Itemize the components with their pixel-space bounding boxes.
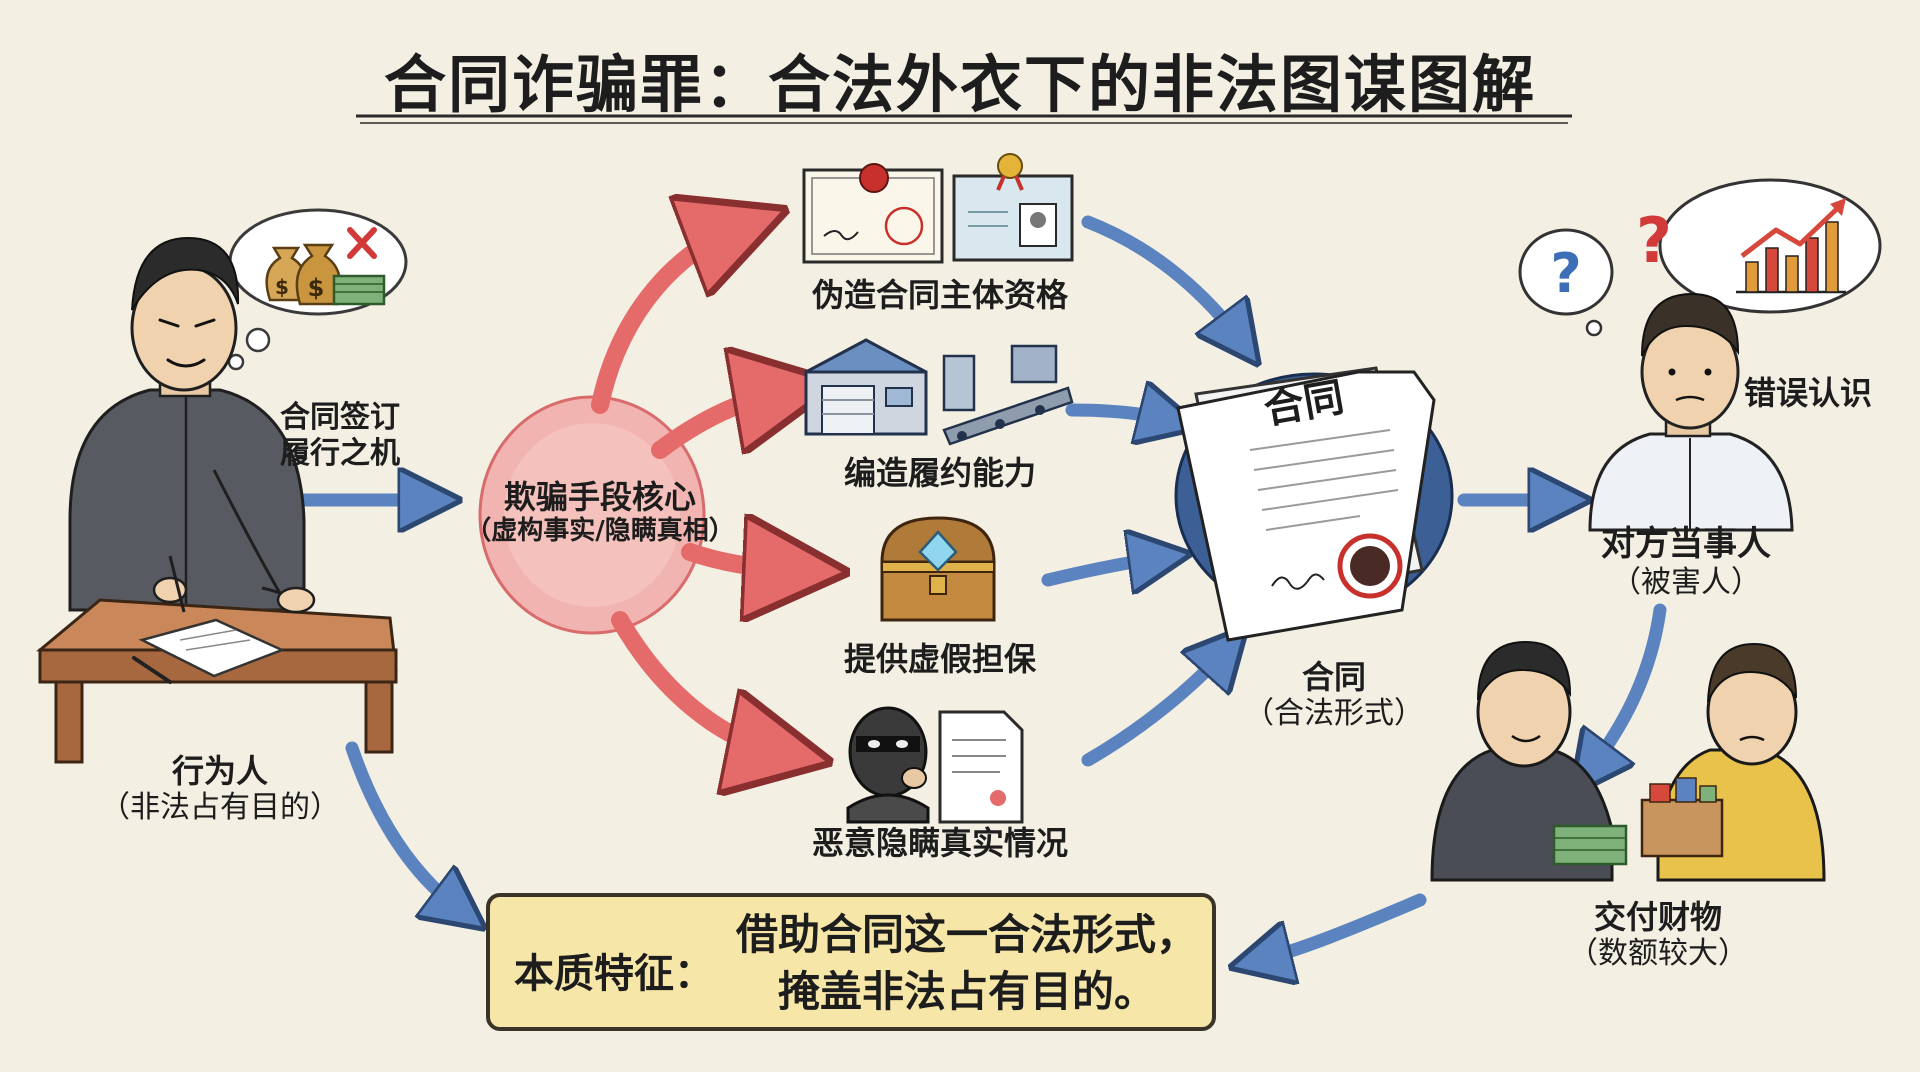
contract-label-sub: （合法形式） xyxy=(1244,696,1424,732)
methods-to-contract-arrows xyxy=(1041,215,1240,767)
core-to-methods-arrows xyxy=(591,228,796,752)
rising-chart-icon xyxy=(1736,198,1846,294)
page-title: 合同诈骗罪：合法外衣下的非法图谋图解 xyxy=(383,48,1536,121)
core-label-sub: （虚构事实/隐瞒真相） xyxy=(465,516,735,547)
seal-icon xyxy=(1337,533,1403,599)
question-mark-icon: ? ? xyxy=(1550,204,1672,305)
essence-line1: 借助合同这一合法形式， xyxy=(735,910,1198,959)
essence-line2: 掩盖非法占有目的。 xyxy=(777,966,1156,1016)
handover-scene xyxy=(1430,640,1826,882)
method-conceal-facts: 恶意隐瞒真实情况 xyxy=(811,824,1068,862)
actor-label-sub: （非法占有目的） xyxy=(100,790,340,826)
deception-core-blob xyxy=(478,395,706,635)
trigger-line2: 履行之机 xyxy=(280,436,400,471)
warehouse-icon xyxy=(804,338,928,436)
contract-label: 合同 （合法形式） xyxy=(1214,658,1454,732)
svg-text:?: ? xyxy=(1550,242,1581,305)
essence-body: 借助合同这一合法形式， 掩盖非法占有目的。 xyxy=(732,907,1202,1020)
method-false-guarantee: 提供虚假担保 xyxy=(843,640,1036,678)
actor-label: 行为人 （非法占有目的） xyxy=(60,752,380,826)
desk xyxy=(36,555,398,764)
document-icon xyxy=(938,710,1024,824)
actor-figure xyxy=(68,236,306,612)
money-bag-icon: $ $ xyxy=(265,243,342,306)
flow-arrows xyxy=(275,500,1667,960)
contract-document xyxy=(1174,366,1454,642)
victim-figure xyxy=(1588,292,1794,532)
delivery-label: 交付财物 （数额较大） xyxy=(1548,898,1768,972)
essence-box: 本质特征： 借助合同这一合法形式， 掩盖非法占有目的。 xyxy=(486,893,1216,1031)
victim-label-sub: （被害人） xyxy=(1611,564,1761,600)
certificate-icon xyxy=(802,163,944,264)
contract-label-text: 合同 xyxy=(1301,658,1366,696)
actor-thought-bubble: $ $ xyxy=(227,208,408,371)
victim-thought-bubbles: ? ? xyxy=(1518,178,1882,350)
actor-label-text: 行为人 xyxy=(171,752,268,790)
svg-text:$: $ xyxy=(275,275,289,299)
delivery-label-text: 交付财物 xyxy=(1593,898,1722,936)
factory-conveyor-icon xyxy=(942,344,1074,446)
trigger-line1: 合同签订 xyxy=(280,400,400,435)
treasure-chest-icon xyxy=(880,516,996,622)
victim-label-text: 对方当事人 xyxy=(1601,524,1771,564)
method-fake-capacity: 编造履约能力 xyxy=(843,454,1036,492)
id-card-icon xyxy=(952,153,1074,262)
masked-person-icon xyxy=(846,706,930,824)
title-underline xyxy=(356,114,1572,124)
core-label-text: 欺骗手段核心 xyxy=(503,478,696,516)
svg-text:$: $ xyxy=(308,274,325,302)
victim-label: 对方当事人 （被害人） xyxy=(1556,524,1816,601)
misconception-label: 错误认识 xyxy=(1743,374,1872,412)
core-label: 欺骗手段核心 （虚构事实/隐瞒真相） xyxy=(440,478,760,548)
svg-text:?: ? xyxy=(1636,204,1672,277)
cross-icon xyxy=(347,227,377,259)
cash-stack-icon xyxy=(332,274,386,306)
method-forge-identity: 伪造合同主体资格 xyxy=(811,276,1068,314)
trigger-label: 合同签订 履行之机 xyxy=(252,400,428,472)
essence-head: 本质特征： xyxy=(514,951,714,997)
delivery-label-sub: （数额较大） xyxy=(1568,936,1748,972)
